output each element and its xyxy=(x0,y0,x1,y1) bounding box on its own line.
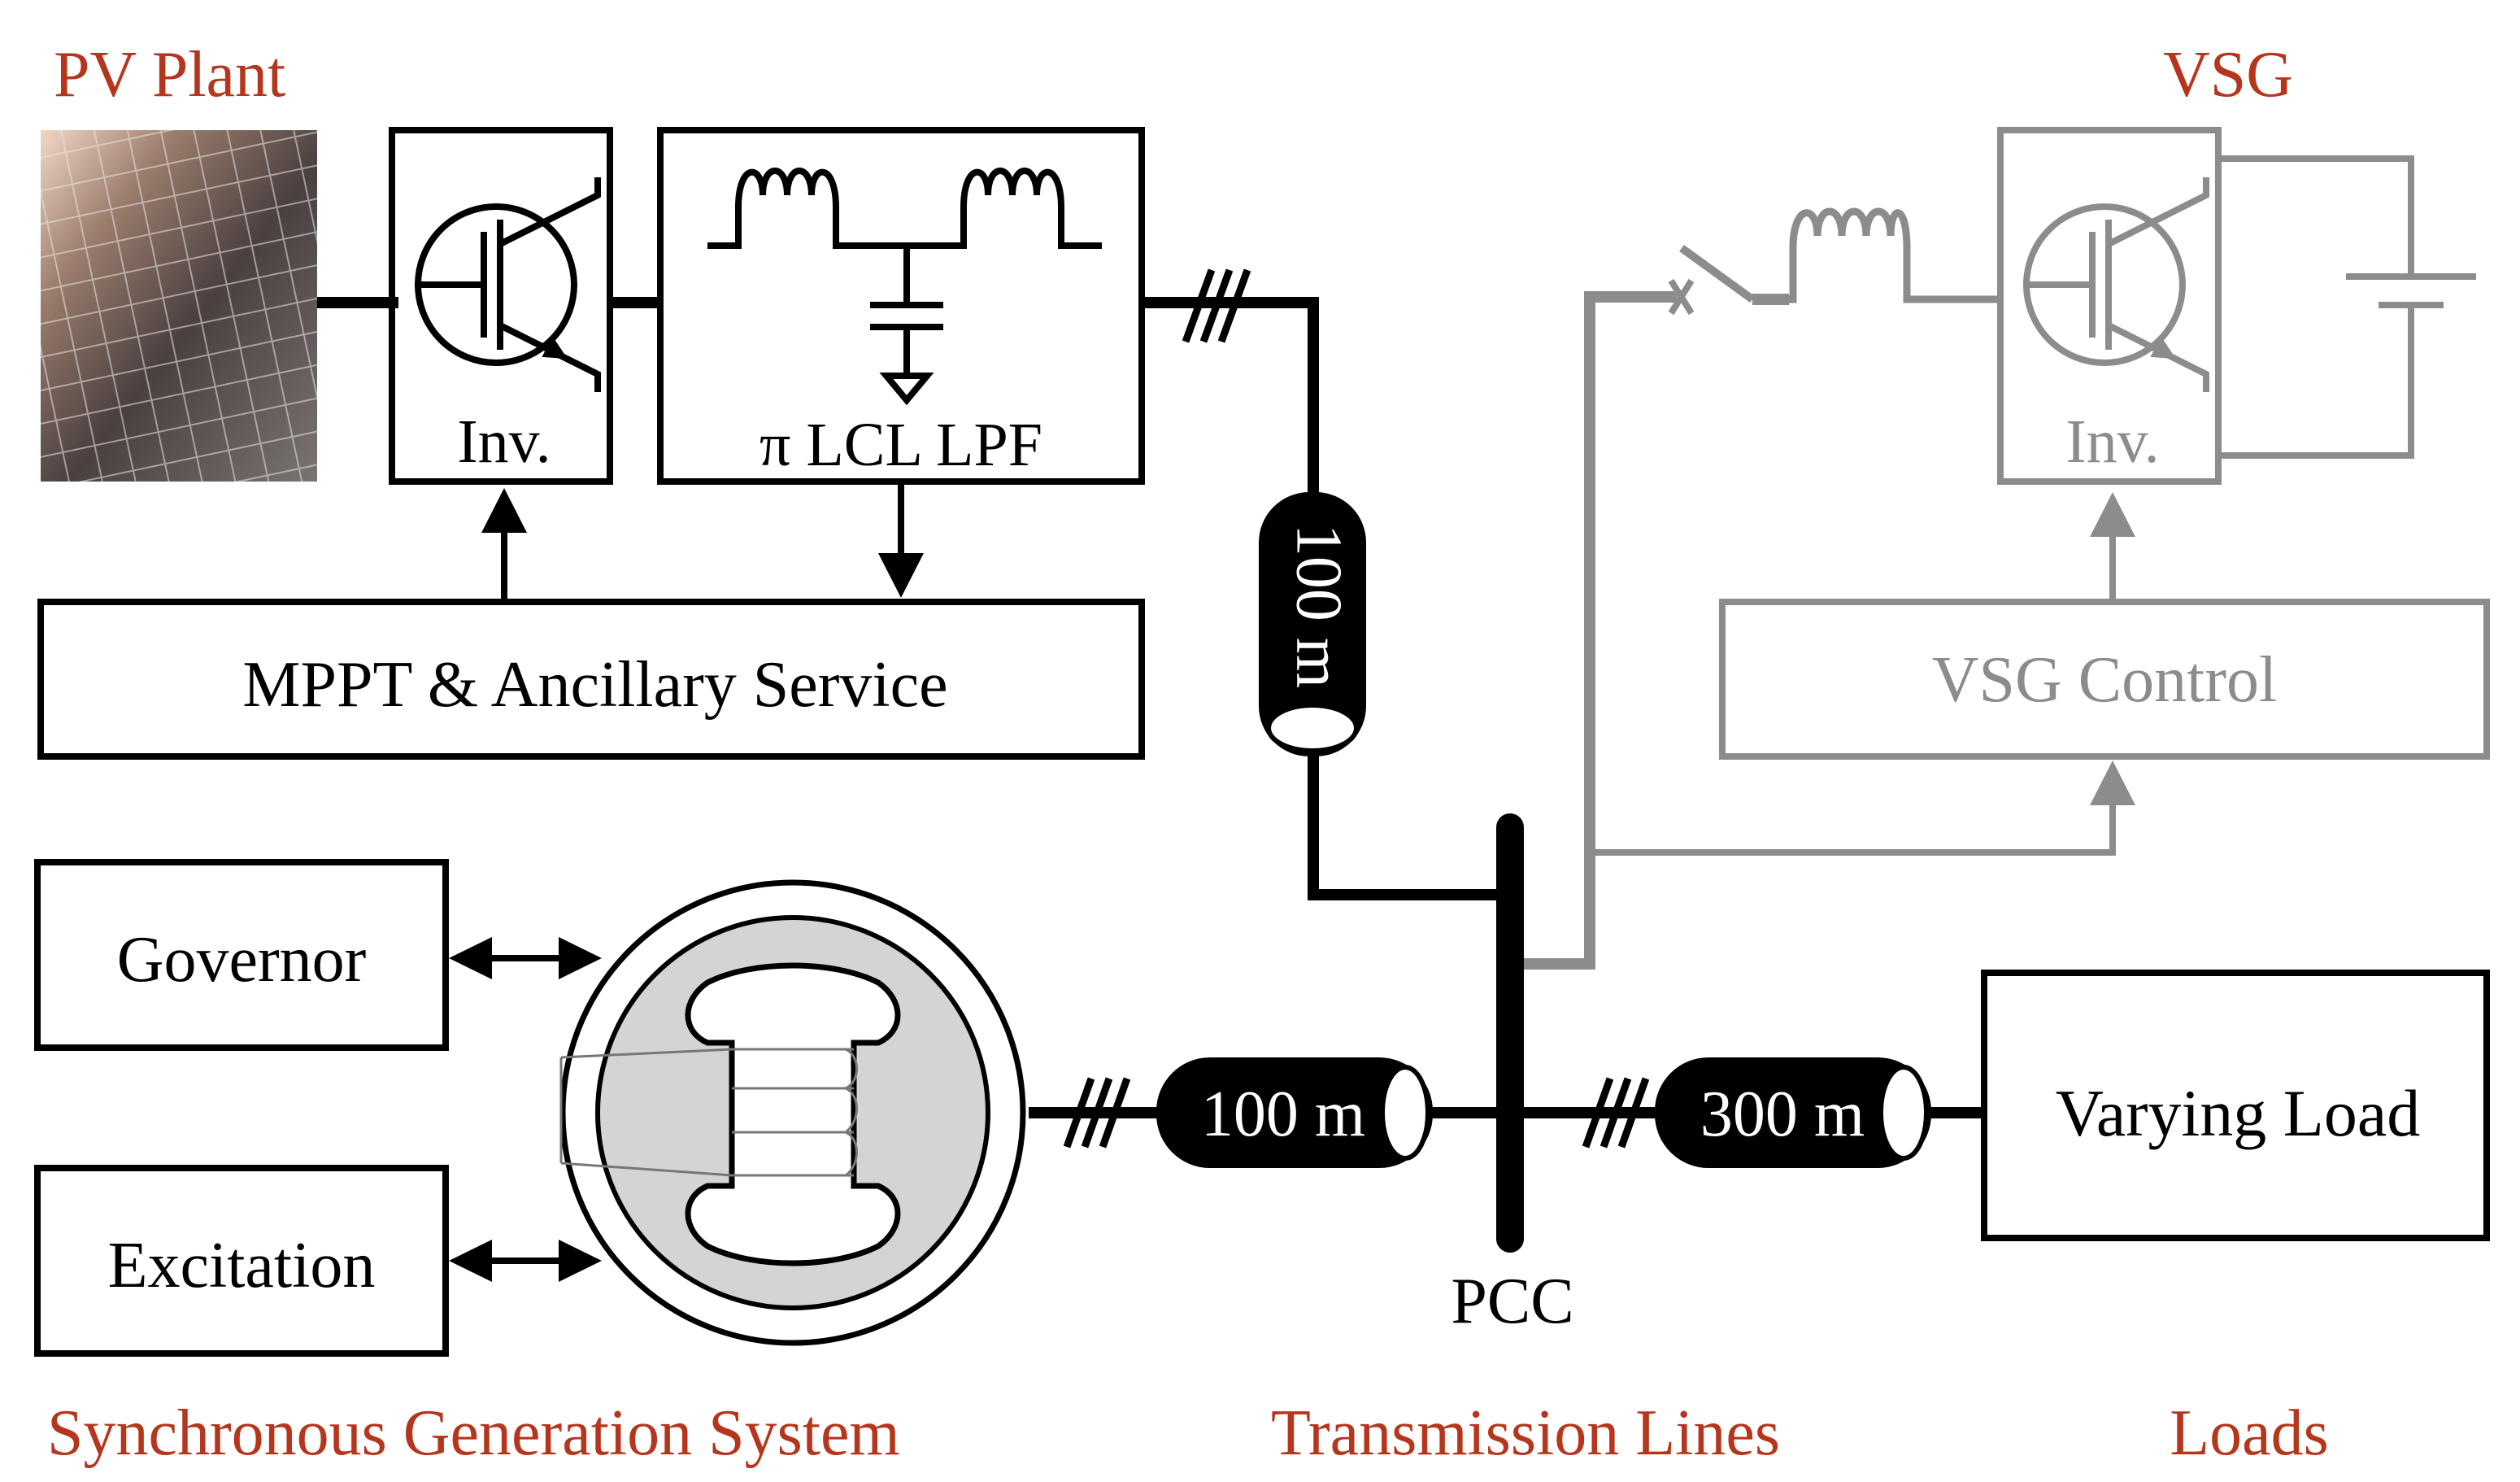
load-transmission-line xyxy=(1524,1077,1984,1149)
igbt-icon xyxy=(2023,177,2209,392)
filter-label: π LCL LPF xyxy=(759,411,1042,479)
vsg-title: VSG xyxy=(2163,39,2293,111)
vsg-connection-line xyxy=(1524,278,1695,970)
excitation-label: Excitation xyxy=(108,1230,376,1301)
vsg-inverter-block: Inv. xyxy=(1997,127,2222,485)
cable-100m-vertical: 100 m xyxy=(1259,492,1366,756)
vsg-control-label: VSG Control xyxy=(1932,644,2278,716)
pv-inverter-block: Inv. xyxy=(317,127,613,485)
cable-300m-label: 300 m xyxy=(1700,1079,1865,1150)
control-arrow xyxy=(1590,492,2135,856)
bidirectional-arrow xyxy=(449,937,602,1282)
pv-panel-image xyxy=(41,130,317,482)
battery-icon xyxy=(2218,155,2476,459)
cable-100m-vertical-label: 100 m xyxy=(1283,524,1355,688)
inductor-icon xyxy=(907,168,1102,249)
transmission-lines-title: Transmission Lines xyxy=(1271,1397,1780,1469)
capacitor-icon xyxy=(870,246,943,406)
vsg-control-block: VSG Control xyxy=(1719,599,2490,760)
mppt-label: MPPT & Ancillary Service xyxy=(242,649,947,721)
inductor-icon xyxy=(707,168,907,249)
lcl-filter-block: π LCL LPF xyxy=(610,127,1145,485)
vsg-inverter-label: Inv. xyxy=(2065,408,2159,476)
control-arrow xyxy=(481,482,924,602)
generator-transmission-line xyxy=(1029,1077,1499,1149)
varying-load-label: Varying Load xyxy=(2056,1076,2421,1150)
governor-label: Governor xyxy=(117,924,367,996)
synchronous-generation-system-title: Synchronous Generation System xyxy=(47,1397,900,1469)
loads-title: Loads xyxy=(2170,1397,2329,1469)
pv-plant-title: PV Plant xyxy=(54,39,285,111)
governor-block: Governor xyxy=(34,859,449,1051)
vsg-switch-icon xyxy=(1679,244,1789,305)
synchronous-generator-icon xyxy=(559,879,1026,1346)
cable-100m-horizontal-label: 100 m xyxy=(1201,1079,1365,1150)
cable-100m-horizontal: 100 m xyxy=(1156,1057,1433,1168)
excitation-block: Excitation xyxy=(34,1165,449,1357)
cable-300m: 300 m xyxy=(1655,1057,1931,1168)
pcc-bus: PCC xyxy=(1451,813,1574,1337)
mppt-block: MPPT & Ancillary Service xyxy=(37,599,1145,760)
pv-transmission-line xyxy=(1142,268,1512,900)
igbt-icon xyxy=(415,177,601,392)
pv-inverter-label: Inv. xyxy=(457,408,551,476)
inductor-icon xyxy=(1789,207,2000,303)
varying-load-block: Varying Load xyxy=(1981,970,2490,1241)
pcc-label: PCC xyxy=(1451,1266,1573,1337)
